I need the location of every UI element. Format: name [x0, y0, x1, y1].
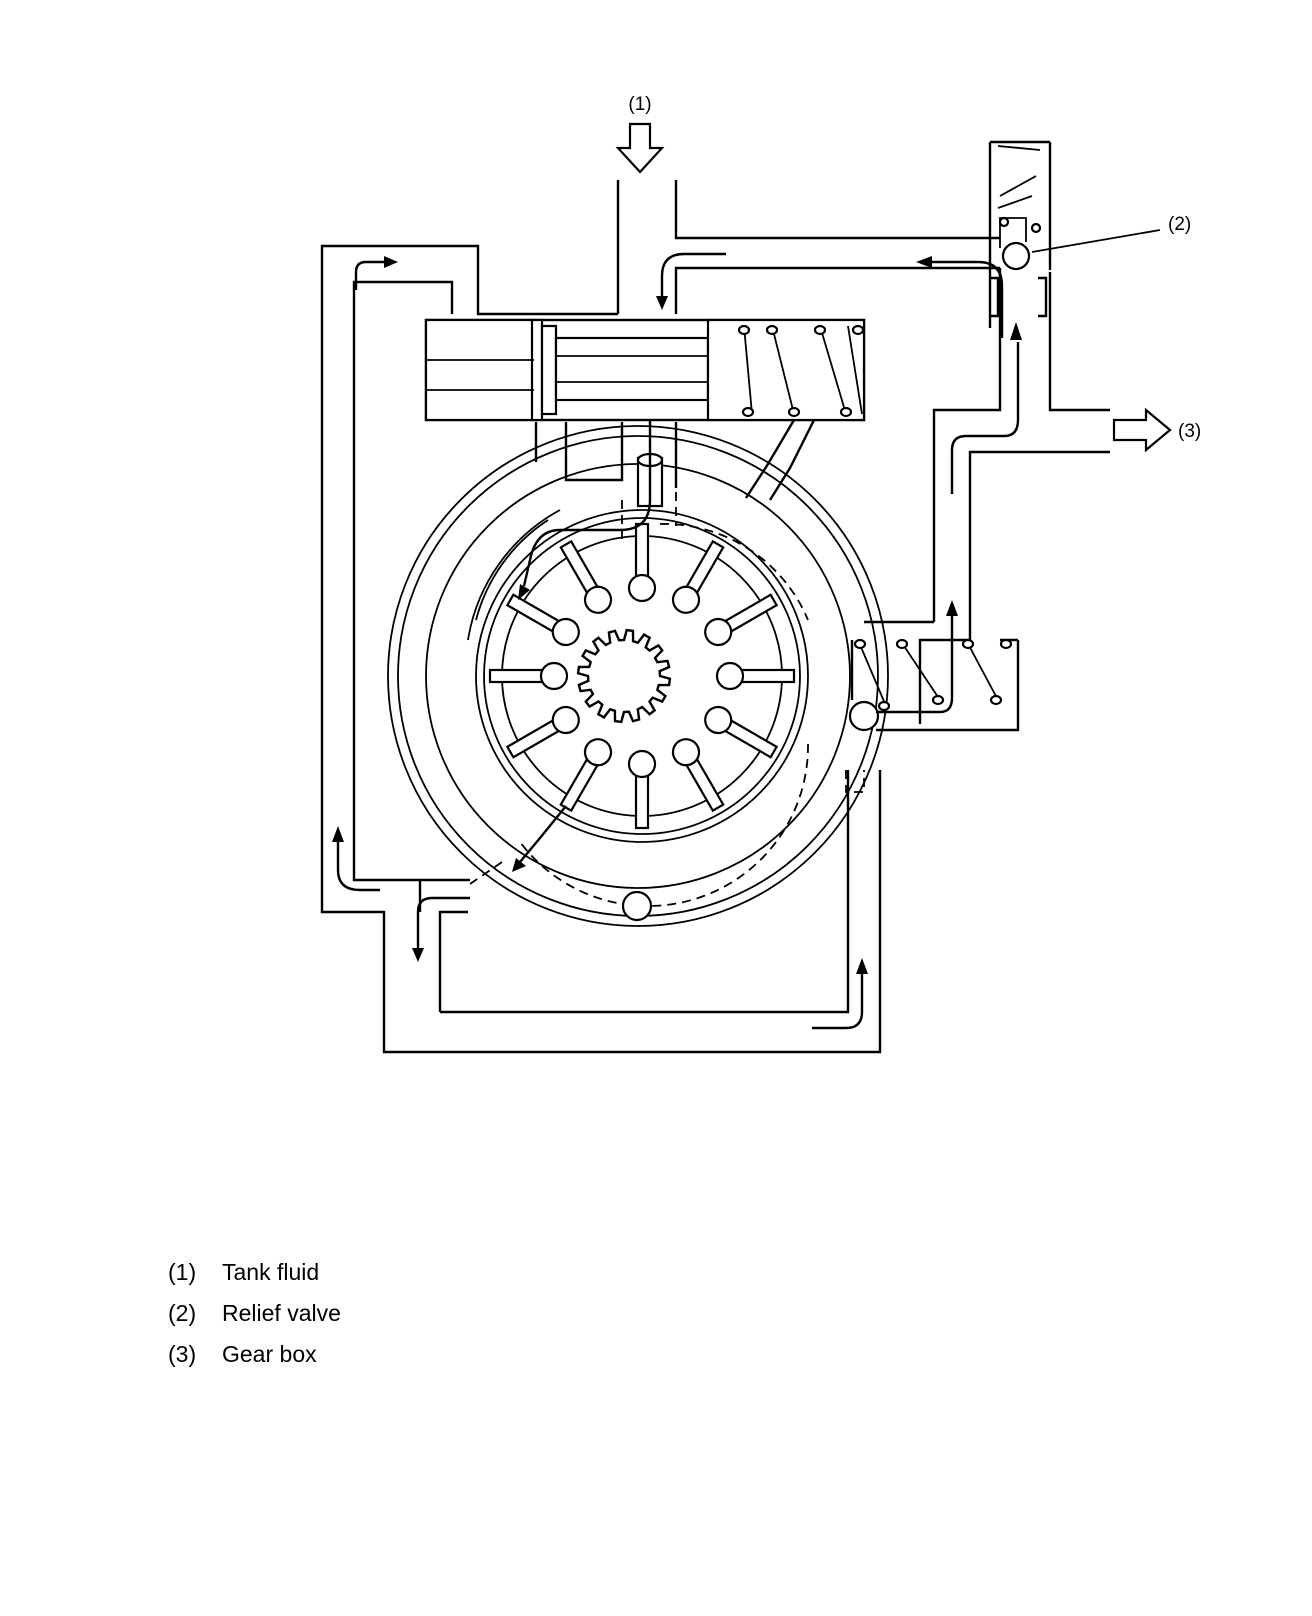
cam-support-ball	[621, 890, 653, 922]
legend-number: (1)	[168, 1259, 197, 1285]
flow-arrows	[332, 252, 1022, 1030]
legend: (1) Tank fluid (2) Relief valve (3) Gear…	[168, 1252, 341, 1375]
housing-outline	[320, 180, 1110, 1054]
spool-spring	[737, 324, 865, 418]
callout-1-label: (1)	[628, 94, 651, 115]
inlet-arrow-icon	[615, 122, 665, 174]
spool-link-rod	[744, 419, 816, 501]
cam-spring	[850, 638, 1013, 712]
legend-item-gear-box: (3) Gear box	[168, 1334, 341, 1375]
callout-2-label: (2)	[1168, 214, 1191, 235]
legend-text: Tank fluid	[222, 1259, 320, 1285]
outlet-arrow-icon	[1112, 407, 1172, 453]
rotor-vanes	[488, 522, 796, 830]
legend-number: (3)	[168, 1341, 197, 1367]
callout-2: (2)	[1031, 214, 1191, 253]
legend-item-tank-fluid: (1) Tank fluid	[168, 1252, 341, 1293]
legend-item-relief-valve: (2) Relief valve	[168, 1293, 341, 1334]
legend-text: Relief valve	[222, 1300, 341, 1326]
callout-1: (1)	[615, 94, 665, 174]
callout-3-label: (3)	[1178, 421, 1201, 442]
callout-3: (3)	[1112, 407, 1201, 453]
legend-text: Gear box	[222, 1341, 317, 1367]
relief-valve	[988, 140, 1052, 328]
pump-diagram: (1) (2) (3)	[320, 94, 1201, 1054]
flow-control-spool	[424, 318, 866, 422]
rotor-spline-gear	[576, 628, 672, 724]
legend-number: (2)	[168, 1300, 197, 1326]
pump-ports	[469, 492, 865, 907]
cam-check-ball	[848, 700, 880, 732]
